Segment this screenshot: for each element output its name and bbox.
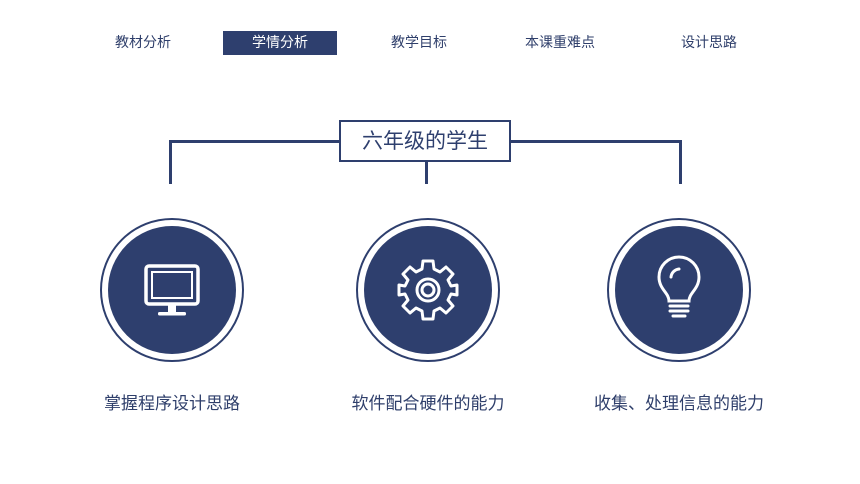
- ability-label-programming: 掌握程序设计思路: [104, 394, 240, 414]
- ability-disc: [108, 226, 236, 354]
- tab-key-difficulties[interactable]: 本课重难点: [525, 35, 595, 51]
- ability-circle-programming: [100, 218, 244, 362]
- tab-teaching-goals[interactable]: 教学目标: [391, 35, 447, 51]
- connector-right-vertical: [679, 140, 682, 184]
- ability-disc: [364, 226, 492, 354]
- tab-student-analysis[interactable]: 学情分析: [223, 31, 337, 55]
- top-nav: 教材分析 学情分析 教学目标 本课重难点 设计思路: [0, 31, 860, 55]
- gear-icon: [397, 259, 459, 321]
- lightbulb-icon: [657, 255, 701, 318]
- tab-textbook-analysis[interactable]: 教材分析: [115, 35, 171, 51]
- ability-circle-software-hardware: [356, 218, 500, 362]
- connector-right-horizontal: [511, 140, 682, 143]
- center-title: 六年级的学生: [362, 129, 488, 153]
- ability-label-information: 收集、处理信息的能力: [594, 394, 764, 414]
- connector-left-vertical: [169, 140, 172, 184]
- monitor-icon: [144, 264, 200, 316]
- center-title-box: 六年级的学生: [339, 120, 511, 162]
- tab-design-ideas[interactable]: 设计思路: [681, 35, 737, 51]
- connector-left-horizontal: [169, 140, 339, 143]
- connector-center-vertical: [425, 162, 428, 184]
- ability-circle-information: [607, 218, 751, 362]
- ability-disc: [615, 226, 743, 354]
- ability-label-software-hardware: 软件配合硬件的能力: [351, 394, 505, 414]
